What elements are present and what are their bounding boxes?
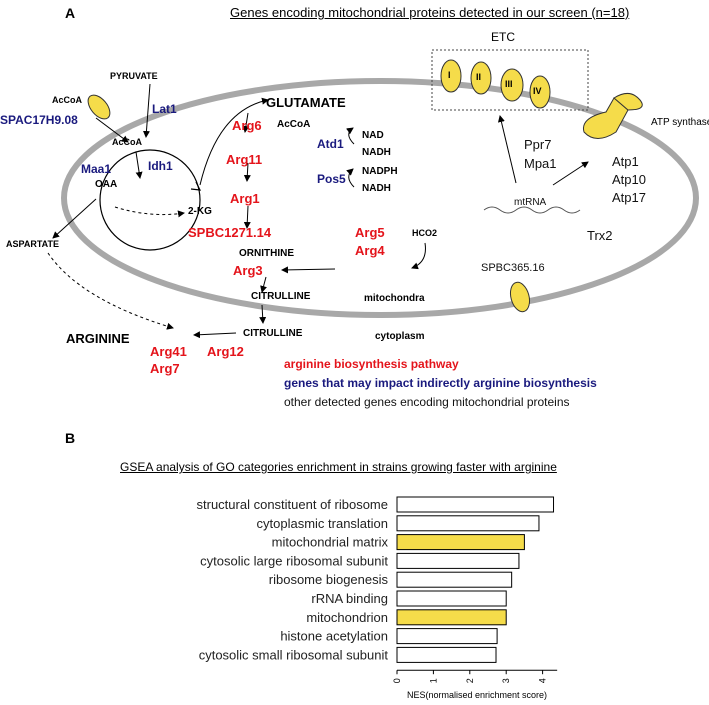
nadh-label-2: NADH <box>362 183 391 194</box>
bar-9 <box>396 646 497 663</box>
x-tick-label-4: 4 <box>538 678 548 683</box>
spac17h9-transporter <box>87 94 111 120</box>
gene-atd1: Atd1 <box>317 137 344 151</box>
gene-idh1: Idh1 <box>148 159 173 173</box>
panel-b-title: GSEA analysis of GO categories enrichmen… <box>120 460 557 474</box>
gene-pos5: Pos5 <box>317 172 346 186</box>
gene-ppr7: Ppr7 <box>524 137 552 152</box>
two-kg-label: 2-KG <box>188 206 212 217</box>
panel-a-title: Genes encoding mitochondrial proteins de… <box>230 5 630 20</box>
x-axis-label: NES(normalised enrichment score) <box>407 690 547 700</box>
category-label-6: rRNA binding <box>311 591 388 606</box>
nadh-label-1: NADH <box>362 147 391 158</box>
tca-cycle <box>99 149 201 251</box>
mitochondrion-membrane <box>61 78 699 318</box>
gene-arg11: Arg11 <box>226 152 263 167</box>
gene-arg6: Arg6 <box>232 118 262 133</box>
gene-mpa1: Mpa1 <box>524 156 557 171</box>
gene-maa1: Maa1 <box>81 162 112 176</box>
ornithine-label: ORNITHINE <box>239 248 294 259</box>
etc-complex-ii <box>470 61 492 95</box>
atp-synthase-icon <box>582 93 643 139</box>
citrulline-inside-label: CITRULLINE <box>251 291 311 302</box>
spbc365-transporter <box>509 281 531 313</box>
complex-ii-label: II <box>476 72 482 82</box>
category-label-3: mitochondrial matrix <box>272 535 389 550</box>
nad-label: NAD <box>362 130 384 141</box>
etc-complexes <box>440 59 551 109</box>
gene-arg12: Arg12 <box>207 344 244 359</box>
panel-b-letter: B <box>65 430 76 446</box>
aspartate-label: ASPARTATE <box>6 239 59 249</box>
gene-trx2: Trx2 <box>587 228 613 243</box>
category-label-4: cytosolic large ribosomal subunit <box>200 553 388 568</box>
complex-iii-label: III <box>505 79 513 89</box>
category-label-2: cytoplasmic translation <box>257 516 389 531</box>
acoa-inside-label: AcCoA <box>112 137 143 147</box>
oaa-label: OAA <box>95 179 118 190</box>
gene-atp17: Atp17 <box>612 190 646 205</box>
gene-atp10: Atp10 <box>612 172 646 187</box>
bar-1 <box>396 496 555 513</box>
citrulline-outside-label: CITRULLINE <box>243 328 303 339</box>
gene-arg41: Arg41 <box>150 344 187 359</box>
complex-i-label: I <box>448 70 451 80</box>
bar-5 <box>396 571 513 588</box>
x-tick-label-1: 1 <box>428 678 438 683</box>
gene-lat1: Lat1 <box>152 102 177 116</box>
category-label-7: mitochondrion <box>306 610 388 625</box>
bar-3 <box>396 534 525 551</box>
bar-6 <box>396 590 507 607</box>
bar-4 <box>396 552 520 569</box>
category-label-8: histone acetylation <box>280 629 388 644</box>
panel-a-letter: A <box>65 5 76 21</box>
legend-arginine-pathway: arginine biosynthesis pathway <box>284 357 459 371</box>
gene-arg3: Arg3 <box>233 263 263 278</box>
x-tick-label-3: 3 <box>501 678 511 683</box>
category-label-5: ribosome biogenesis <box>269 572 389 587</box>
acoa-glutamate-label: AcCoA <box>277 119 311 130</box>
bar-2 <box>396 515 540 532</box>
complex-iv-label: IV <box>533 86 542 96</box>
bar-7 <box>396 609 507 626</box>
gene-spbc1271: SPBC1271.14 <box>188 225 272 240</box>
etc-box <box>431 49 589 111</box>
mtrna-strand <box>483 206 581 214</box>
etc-complex-iii <box>500 68 524 102</box>
gene-atp1: Atp1 <box>612 154 639 169</box>
etc-complex-iv <box>529 75 551 109</box>
etc-label: ETC <box>491 30 515 44</box>
atp-synthase-label: ATP synthase <box>651 117 709 128</box>
gene-arg5: Arg5 <box>355 225 385 240</box>
x-tick-label-2: 2 <box>465 678 475 683</box>
category-label-1: structural constituent of ribosome <box>197 497 388 512</box>
legend-other-genes: other detected genes encoding mitochondr… <box>284 395 570 409</box>
glutamate-label: GLUTAMATE <box>266 95 346 110</box>
acoa-outside-label: AcCoA <box>52 95 83 105</box>
gene-arg7: Arg7 <box>150 361 180 376</box>
legend-indirect-genes: genes that may impact indirectly arginin… <box>284 376 597 390</box>
pyruvate-label: PYRUVATE <box>110 71 158 81</box>
gene-arg4: Arg4 <box>355 243 385 258</box>
bar-8 <box>396 628 498 645</box>
arginine-label: ARGININE <box>66 331 130 346</box>
gene-spac17h9: SPAC17H9.08 <box>0 113 78 127</box>
gsea-bar-chart: structural constituent of ribosome cytopl… <box>197 496 558 700</box>
gene-arg1: Arg1 <box>230 191 260 206</box>
gene-spbc365: SPBC365.16 <box>481 262 545 274</box>
etc-complex-i <box>440 59 462 93</box>
mitochondra-label: mitochondra <box>364 293 425 304</box>
category-label-9: cytosolic small ribosomal subunit <box>199 647 389 662</box>
mtrna-label: mtRNA <box>514 197 547 208</box>
cytoplasm-label: cytoplasm <box>375 331 425 342</box>
nadph-label: NADPH <box>362 166 398 177</box>
hco2-label: HCO2 <box>412 228 438 238</box>
pathway-arrows <box>47 83 589 339</box>
x-tick-label-0: 0 <box>392 678 402 683</box>
